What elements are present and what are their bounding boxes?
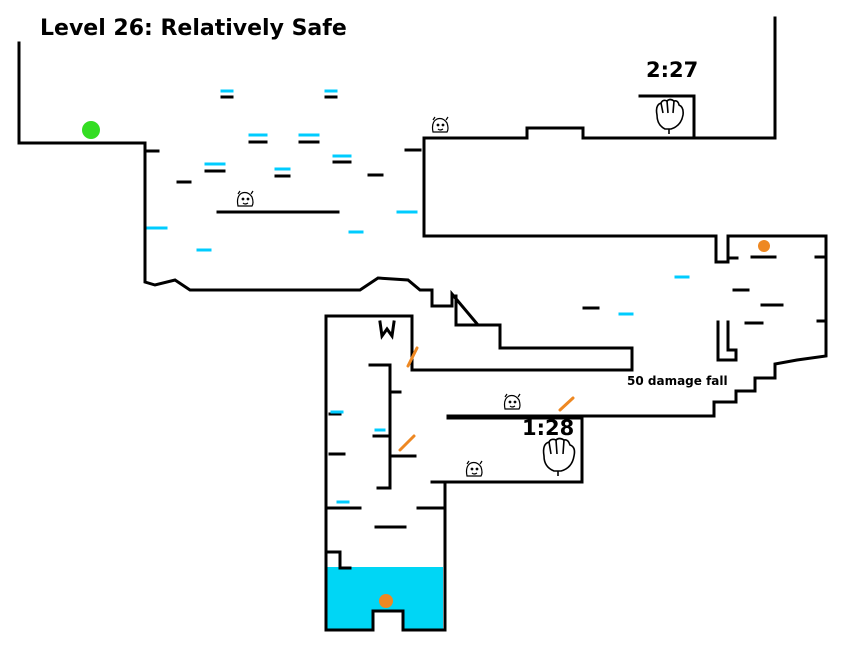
- blob-creature-icon: [431, 116, 449, 133]
- blob-creature-icon: [465, 460, 483, 477]
- fall-damage-note: 50 damage fall: [627, 374, 728, 388]
- wall-glove-box-top: [638, 94, 696, 140]
- walls: [17, 16, 828, 632]
- enemies: [236, 116, 521, 477]
- orange-orb-icon: [758, 240, 770, 252]
- green-dot-icon: [82, 121, 100, 139]
- bonus-gloves: [542, 98, 684, 476]
- glove-hand-icon: [542, 437, 576, 476]
- wall-ramp: [454, 294, 480, 327]
- wall-notch: [378, 320, 396, 340]
- wall-pillar: [716, 320, 738, 362]
- spring-icon: [406, 346, 419, 368]
- timer-upper-right: 2:27: [646, 58, 699, 82]
- glove-hand-icon: [655, 98, 684, 134]
- blob-creature-icon: [503, 393, 521, 410]
- wall-lower-step: [324, 550, 352, 570]
- wall-start-shelf: [17, 16, 828, 632]
- spring-markers: [398, 346, 575, 452]
- spring-icon: [398, 434, 416, 452]
- orange-orb-icon: [379, 594, 393, 608]
- black-ledges: [144, 95, 828, 529]
- timer-middle: 1:28: [522, 416, 575, 440]
- blob-creature-icon: [236, 190, 254, 207]
- spring-icon: [558, 396, 575, 412]
- level-title: Level 26: Relatively Safe: [40, 16, 347, 41]
- cyan-platforms: [146, 89, 690, 504]
